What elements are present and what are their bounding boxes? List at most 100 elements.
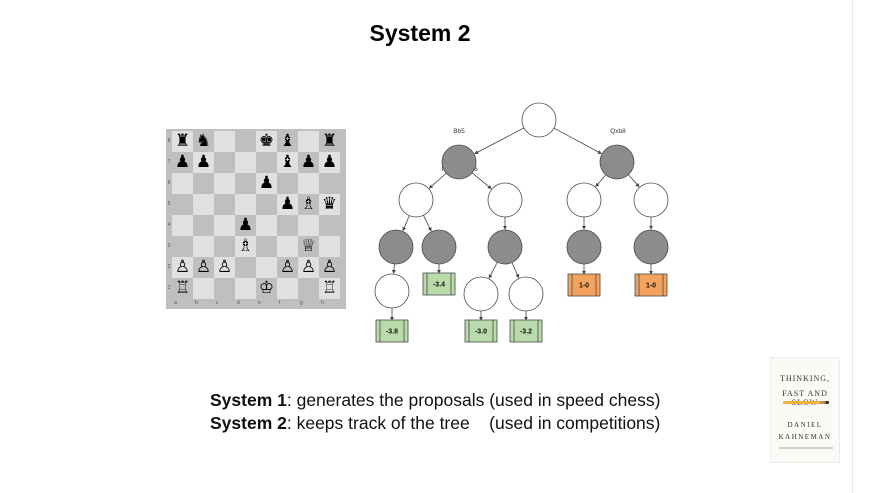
board-square-g5 xyxy=(298,194,319,215)
board-square-e6 xyxy=(256,173,277,194)
board-square-g6 xyxy=(298,173,319,194)
board-square-a4 xyxy=(172,215,193,236)
tree-edge xyxy=(553,127,602,154)
board-square-b5 xyxy=(193,194,214,215)
tree-edge xyxy=(471,172,492,190)
rank-label: 4 xyxy=(167,222,171,228)
chess-piece-g7: ♟ xyxy=(300,152,317,172)
chess-piece-e1: ♔ xyxy=(258,278,275,298)
board-square-d2 xyxy=(235,257,256,278)
opponent-node xyxy=(566,229,602,265)
player-node xyxy=(508,276,544,312)
chess-piece-a2: ♙ xyxy=(174,257,191,277)
chess-piece-a7: ♟ xyxy=(174,152,191,172)
board-square-g2 xyxy=(298,257,319,278)
opponent-node xyxy=(421,229,457,265)
board-square-a2 xyxy=(172,257,193,278)
board-square-f6 xyxy=(277,173,298,194)
board-square-f1 xyxy=(277,278,298,299)
caption-system2-text: : keeps track of the tree (used in compe… xyxy=(286,413,661,433)
leaf-evaluation-box: 1-0 xyxy=(634,273,668,297)
chess-piece-f8: ♝ xyxy=(279,131,296,151)
move-label: Bb5 xyxy=(453,128,465,135)
board-square-g3 xyxy=(298,236,319,257)
file-label: e xyxy=(258,300,261,306)
board-square-f5 xyxy=(277,194,298,215)
board-square-a1 xyxy=(172,278,193,299)
opponent-node xyxy=(487,229,523,265)
board-square-a3 xyxy=(172,236,193,257)
tree-edge xyxy=(423,215,432,232)
board-square-c1 xyxy=(214,278,235,299)
board-square-f2 xyxy=(277,257,298,278)
opponent-node xyxy=(378,229,414,265)
caption-system1: System 1: generates the proposals (used … xyxy=(210,390,660,411)
book-tagline-bar xyxy=(779,447,833,449)
board-square-c7 xyxy=(214,152,235,173)
board-square-e3 xyxy=(256,236,277,257)
rank-label: 7 xyxy=(167,159,171,165)
chess-piece-f7: ♝ xyxy=(279,152,296,172)
file-label: a xyxy=(174,300,177,306)
leaf-evaluation-box: -3.4 xyxy=(422,272,456,296)
board-square-e8 xyxy=(256,131,277,152)
rank-label: 2 xyxy=(167,264,171,270)
board-square-c2 xyxy=(214,257,235,278)
board-square-b8 xyxy=(193,131,214,152)
chess-piece-f5: ♟ xyxy=(279,194,296,214)
board-square-h1 xyxy=(319,278,340,299)
leaf-value: -3.8 xyxy=(386,329,398,336)
chess-piece-c2: ♙ xyxy=(216,257,233,277)
board-square-b4 xyxy=(193,215,214,236)
caption-system2: System 2: keeps track of the tree (used … xyxy=(210,413,660,434)
leaf-evaluation-box: -3.2 xyxy=(509,319,543,343)
board-square-f8 xyxy=(277,131,298,152)
chess-piece-d3: ♗ xyxy=(237,236,254,256)
chess-piece-h1: ♖ xyxy=(321,278,338,298)
board-square-g4 xyxy=(298,215,319,236)
file-label: b xyxy=(195,300,198,306)
board-square-c8 xyxy=(214,131,235,152)
chess-piece-e6: ♟ xyxy=(258,173,275,193)
chess-piece-h2: ♙ xyxy=(321,257,338,277)
chess-piece-b8: ♞ xyxy=(195,131,212,151)
opponent-node xyxy=(599,144,635,180)
board-square-c5 xyxy=(214,194,235,215)
leaf-value: -3.0 xyxy=(475,329,487,336)
caption-system1-label: System 1 xyxy=(210,390,287,410)
chess-piece-g5: ♗ xyxy=(300,194,317,214)
chess-piece-b7: ♟ xyxy=(195,152,212,172)
tree-edge xyxy=(595,174,607,188)
book-title-line1: THINKING, xyxy=(779,374,831,383)
board-square-d8 xyxy=(235,131,256,152)
board-square-h2 xyxy=(319,257,340,278)
book-author-line2: KAHNEMAN xyxy=(778,433,832,441)
board-square-f7 xyxy=(277,152,298,173)
slide-edge xyxy=(852,0,853,493)
player-node xyxy=(374,273,410,309)
player-node xyxy=(463,276,499,312)
leaf-evaluation-box: 1-0 xyxy=(567,273,601,297)
book-author-line1: DANIEL xyxy=(787,421,823,429)
board-square-b1 xyxy=(193,278,214,299)
file-label: f xyxy=(279,300,281,306)
book-title-line2: FAST AND SLOW xyxy=(782,389,828,407)
board-square-g7 xyxy=(298,152,319,173)
board-square-a8 xyxy=(172,131,193,152)
tree-edge xyxy=(628,174,640,188)
board-square-e7 xyxy=(256,152,277,173)
opponent-node xyxy=(633,229,669,265)
file-label: c xyxy=(216,300,219,306)
file-label: h xyxy=(321,300,324,306)
tree-edge xyxy=(428,172,447,189)
rank-label: 8 xyxy=(167,138,171,144)
chess-piece-h7: ♟ xyxy=(321,152,338,172)
chess-piece-b2: ♙ xyxy=(195,257,212,277)
player-node xyxy=(633,182,669,218)
board-square-d1 xyxy=(235,278,256,299)
chess-piece-a8: ♜ xyxy=(174,131,191,151)
leaf-evaluation-box: -3.8 xyxy=(375,319,409,343)
chess-piece-a1: ♖ xyxy=(174,278,191,298)
rank-label: 6 xyxy=(167,180,171,186)
